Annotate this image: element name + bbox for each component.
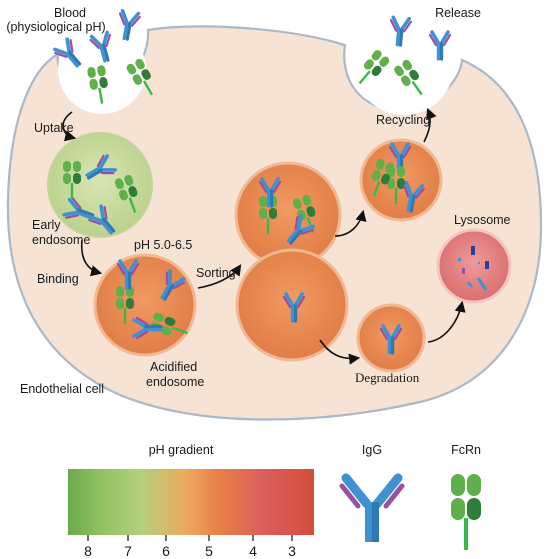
arrow-recycling [423, 107, 437, 143]
label-recycling: Recycling [376, 113, 430, 127]
label-binding: Binding [37, 272, 79, 286]
label-acidified: Acidified [150, 360, 197, 374]
ph-gradient-ticks [87, 535, 293, 541]
ph-tick-5: 5 [205, 543, 213, 559]
ph-tick-3: 3 [288, 543, 296, 559]
arrow-binding [80, 239, 103, 277]
legend-igg-icon [339, 473, 405, 542]
label-release: Release [435, 6, 481, 20]
legend-ph-gradient-title: pH gradient [149, 443, 214, 457]
legend-igg-title: IgG [362, 443, 382, 457]
ph-tick-8: 8 [84, 543, 92, 559]
label-early: Early [32, 218, 61, 232]
arrow-sorting [197, 264, 242, 289]
label-ph-range: pH 5.0-6.5 [134, 238, 192, 252]
legend-fcrn-title: FcRn [451, 443, 481, 457]
arrow-to-recycling [334, 209, 367, 237]
process-arrows [62, 107, 466, 365]
label-blood: Blood [54, 6, 86, 20]
lysosome-fragments [458, 246, 489, 291]
ph-tick-6: 6 [162, 543, 170, 559]
label-acidified-endosome: endosome [146, 375, 204, 389]
label-blood-ph: (physiological pH) [6, 20, 105, 34]
label-endothelial-cell: Endothelial cell [20, 382, 104, 396]
ph-gradient-bar [68, 469, 314, 535]
label-sorting: Sorting [196, 266, 236, 280]
lysosome [436, 228, 512, 304]
label-uptake: Uptake [34, 121, 74, 135]
label-degradation: Degradation [355, 370, 420, 385]
label-lysosome: Lysosome [454, 213, 511, 227]
ph-tick-7: 7 [124, 543, 132, 559]
early-endosome [47, 132, 153, 238]
legend-fcrn-icon [451, 474, 481, 550]
arrow-uptake [62, 111, 77, 142]
arrow-degradation [319, 339, 361, 365]
ph-tick-4: 4 [249, 543, 257, 559]
label-early-endosome: endosome [32, 233, 90, 247]
acidified-endosome [93, 253, 197, 357]
arrow-to-lysosome [427, 300, 466, 343]
